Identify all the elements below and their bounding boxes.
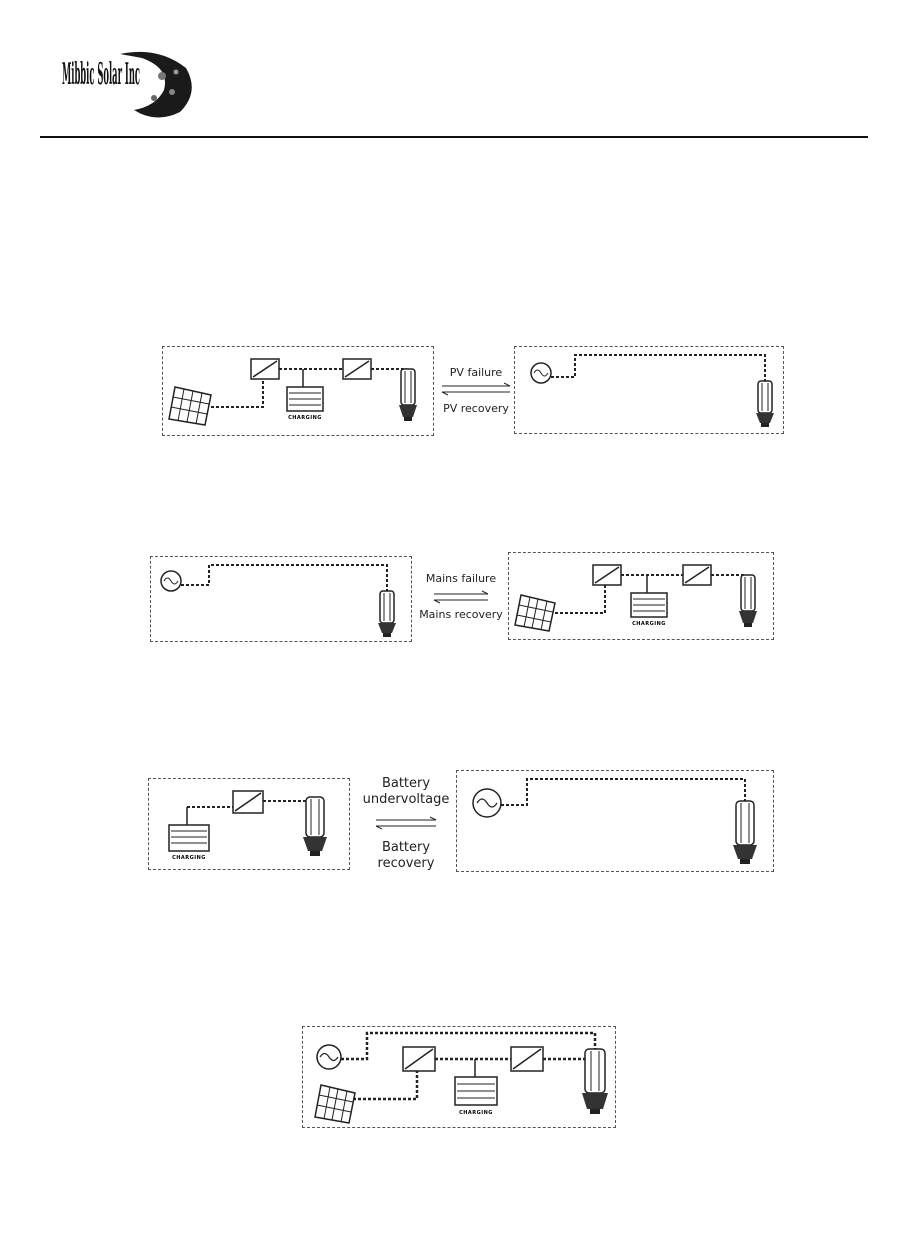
diagram-1-left-panel: CHARGING [162, 346, 434, 436]
pv-failure-label: PV failure [436, 366, 516, 379]
lamp-icon [756, 381, 774, 427]
ac-mains-icon [473, 789, 501, 817]
diagram-2-right-panel: CHARGING [508, 552, 774, 640]
mains-recovery-label: Mains recovery [414, 608, 508, 621]
lamp-icon [582, 1049, 608, 1114]
charge-controller-icon [593, 565, 621, 585]
solar-panel-icon [315, 1085, 355, 1123]
label-line: Battery [356, 840, 456, 856]
inverter-icon [343, 359, 371, 379]
diagram-4-panel: CHARGING [302, 1026, 616, 1128]
bidirectional-arrow-icon [436, 382, 516, 396]
solar-panel-icon [515, 595, 555, 631]
lamp-icon [399, 369, 417, 421]
ac-mains-icon [161, 571, 181, 591]
logo: Mibbic Solar Inc [58, 48, 198, 120]
battery-icon [169, 825, 209, 851]
diagram-3-right-panel [456, 770, 774, 872]
header-divider [40, 136, 868, 138]
charge-controller-icon [403, 1047, 435, 1071]
battery-label: CHARGING [632, 621, 666, 627]
battery-label: CHARGING [288, 415, 322, 421]
diagram-3-left-panel: CHARGING [148, 778, 350, 870]
bidirectional-arrow-icon [414, 590, 508, 604]
ac-mains-icon [531, 363, 551, 383]
logo-text: Mibbic Solar Inc [62, 57, 140, 92]
pv-battery-load-circuit: CHARGING [509, 553, 775, 641]
mains-failure-label: Mains failure [414, 572, 508, 585]
mains-load-circuit [151, 557, 413, 643]
pv-battery-load-circuit: CHARGING [163, 347, 435, 437]
battery-icon [631, 593, 667, 617]
inverter-icon [511, 1047, 543, 1071]
battery-icon [287, 387, 323, 411]
charge-controller-icon [251, 359, 279, 379]
lamp-icon [739, 575, 757, 627]
label-line: Battery [356, 776, 456, 792]
bidirectional-arrow-icon [356, 816, 456, 830]
battery-label: CHARGING [172, 855, 206, 861]
battery-undervoltage-label: Battery undervoltage [356, 776, 456, 808]
battery-label: CHARGING [459, 1110, 493, 1116]
lamp-icon [733, 801, 757, 864]
pv-recovery-label: PV recovery [436, 402, 516, 415]
mains-load-circuit [515, 347, 785, 435]
inverter-icon [683, 565, 711, 585]
diagram-2-left-panel [150, 556, 412, 642]
battery-recovery-label: Battery recovery [356, 840, 456, 872]
solar-panel-icon [169, 387, 211, 425]
battery-load-circuit: CHARGING [149, 779, 351, 871]
hybrid-circuit: CHARGING [303, 1027, 617, 1129]
label-line: undervoltage [356, 792, 456, 808]
battery-icon [455, 1077, 497, 1105]
lamp-icon [378, 591, 396, 637]
ac-mains-icon [317, 1045, 341, 1069]
diagram-1-right-panel [514, 346, 784, 434]
mains-load-circuit [457, 771, 775, 873]
lamp-icon [303, 797, 327, 856]
label-line: recovery [356, 856, 456, 872]
inverter-icon [233, 791, 263, 813]
